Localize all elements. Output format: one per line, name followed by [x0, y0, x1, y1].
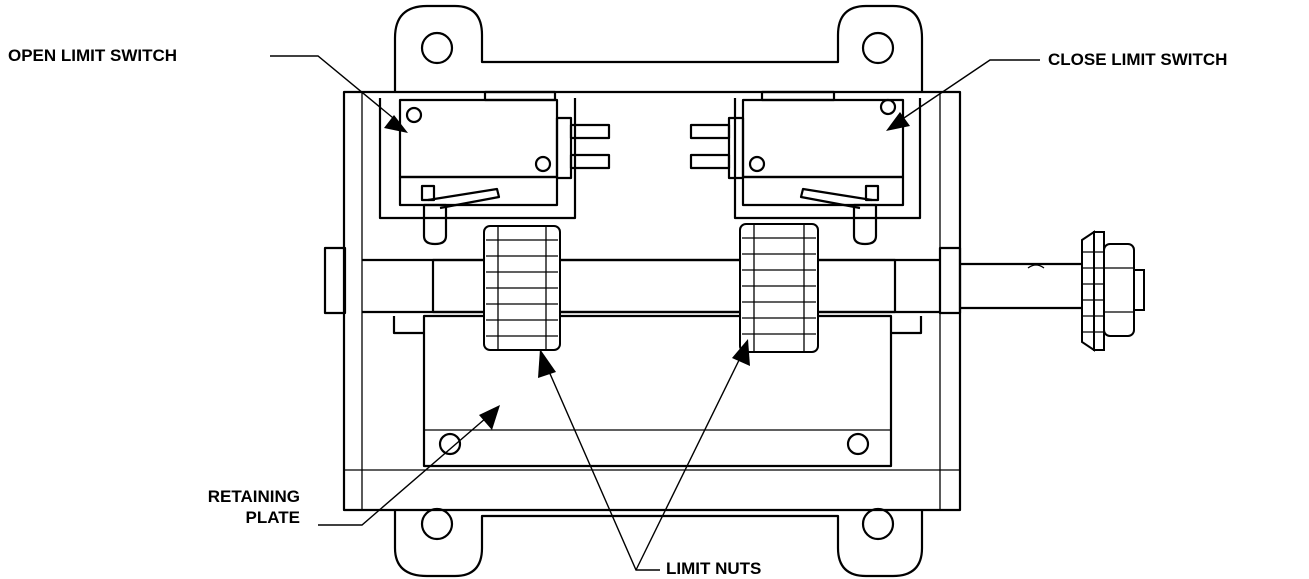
callout-limit-nuts: LIMIT NUTS: [666, 559, 762, 578]
callout-retaining-plate: RETAINING PLATE: [150, 486, 300, 528]
leader-close-limit-switch: [886, 59, 1040, 131]
callout-retaining-plate-line2: PLATE: [245, 508, 300, 527]
mounting-hole-top-left: [420, 31, 454, 65]
plate-screw-left: [438, 432, 462, 456]
retaining-plate: [422, 314, 893, 468]
shaft: [323, 246, 1085, 315]
mounting-hole-bottom-left: [420, 507, 454, 541]
limit-nut-left: [483, 225, 561, 351]
leader-retaining-plate: [318, 405, 500, 526]
leader-limit-nuts: [538, 339, 750, 571]
open-limit-switch: [398, 90, 611, 246]
plate-screw-right: [846, 432, 870, 456]
limit-nut-right: [739, 223, 819, 353]
callout-open-limit-switch: OPEN LIMIT SWITCH: [8, 46, 178, 65]
close-limit-switch: [689, 90, 905, 246]
mounting-hole-bottom-right: [861, 507, 895, 541]
callout-close-limit-switch: CLOSE LIMIT SWITCH: [1048, 50, 1228, 69]
mounting-hole-top-right: [861, 31, 895, 65]
housing-outline: [393, 4, 924, 578]
callout-retaining-plate-line1: RETAINING: [207, 487, 300, 506]
drive-gear: [1081, 230, 1145, 352]
leader-open-limit-switch: [270, 55, 408, 133]
